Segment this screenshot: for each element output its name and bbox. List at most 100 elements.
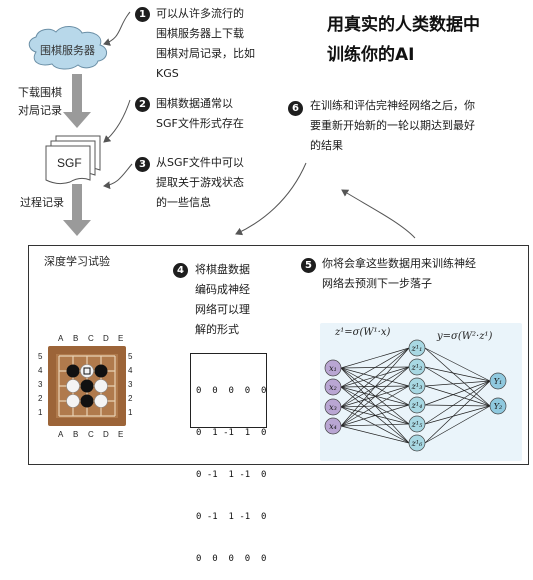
black-stone (94, 364, 108, 378)
step-2-text: 围棋数据通常以 SGF文件形式存在 (156, 94, 306, 134)
white-stone (66, 394, 80, 408)
hidden-node: z¹₅ (408, 415, 426, 433)
hidden-node: z¹₁ (408, 339, 426, 357)
board-matrix: 0 0 0 0 0 0 1 -1 1 0 0 -1 1 -1 0 0 -1 1 … (190, 353, 267, 564)
hidden-output-edge (424, 347, 491, 382)
hidden-node-label: z¹₆ (411, 439, 423, 448)
hidden-node-label: z¹₄ (411, 401, 423, 410)
step-3-line: 从SGF文件中可以 (156, 156, 244, 169)
hidden-node: z¹₆ (408, 434, 426, 452)
panel-title: 深度学习试验 (44, 255, 110, 268)
last-move-marker (83, 367, 91, 375)
row-label: 4 (38, 366, 43, 375)
hidden-output-edge (424, 380, 491, 444)
step-1-badge: 1 (135, 7, 150, 22)
row-label: 1 (38, 408, 43, 417)
step-1-line: 围棋对局记录，比如 (156, 47, 255, 60)
input-hidden-edge (340, 366, 410, 388)
matrix-row: 0 1 -1 1 0 (196, 428, 267, 438)
black-stone (66, 364, 80, 378)
step-4-badge: 4 (173, 263, 188, 278)
formula-right: y=σ(W²·z¹) (437, 331, 493, 342)
input-hidden-edge (340, 347, 410, 388)
matrix-row: 0 0 0 0 0 (196, 554, 267, 564)
hidden-output-edge (424, 385, 491, 407)
col-label: B (73, 334, 79, 343)
white-stone (80, 364, 94, 378)
download-arrow (63, 74, 91, 128)
hidden-node-label: z¹₃ (411, 382, 423, 391)
step-4-line: 网络可以理 (195, 303, 250, 316)
row-label: 5 (38, 352, 43, 361)
step-6-text: 在训练和评估完神经网络之后，你 要重新开始新的一轮以期达到最好 的结果 (310, 96, 525, 156)
row-label: 3 (38, 380, 43, 389)
hidden-output-edge (424, 404, 491, 407)
process-label: 过程记录 (20, 196, 64, 209)
step-4-text: 将棋盘数据 编码成神经 网络可以理 解的形式 (195, 260, 285, 340)
hidden-output-edge (424, 347, 491, 407)
step-1-line: 可以从许多流行的 (156, 7, 244, 20)
input-hidden-edge (340, 347, 410, 408)
title-line-1: 用真实的人类数据中 (327, 15, 480, 35)
step-4-line: 编码成神经 (195, 283, 250, 296)
hidden-node-label: z¹₅ (411, 420, 423, 429)
hidden-node: z¹₂ (408, 358, 426, 376)
col-label: C (88, 430, 94, 439)
input-node-label: x₄ (329, 422, 337, 431)
step-6-badge: 6 (288, 101, 303, 116)
formula-left: z¹=σ(W¹·x) (335, 327, 391, 338)
input-node: x₃ (324, 398, 342, 416)
hidden-node: z¹₄ (408, 396, 426, 414)
output-node: Y₁ (489, 372, 507, 390)
row-label: 4 (128, 366, 133, 375)
input-node: x₁ (324, 359, 342, 377)
hidden-node-label: z¹₂ (411, 363, 423, 372)
col-label: B (73, 430, 79, 439)
black-stone (80, 379, 94, 393)
input-hidden-edge (340, 347, 410, 427)
input-hidden-edge (340, 386, 410, 444)
process-arrow (63, 184, 91, 236)
hidden-output-edge (424, 366, 491, 407)
title-line-2: 训练你的AI (327, 45, 415, 65)
input-hidden-edge (340, 386, 410, 425)
step-3-line: 提取关于游戏状态 (156, 176, 244, 189)
hidden-output-edge (424, 405, 491, 444)
hidden-output-edge (424, 405, 491, 425)
step-5-text: 你将会拿这些数据用来训练神经 网络去预测下一步落子 (322, 254, 522, 294)
step-6-line: 在训练和评估完神经网络之后，你 (310, 99, 475, 112)
hidden-node: z¹₃ (408, 377, 426, 395)
matrix-row: 0 -1 1 -1 0 (196, 512, 267, 522)
input-node-label: x₁ (329, 364, 337, 373)
hidden-output-edge (424, 380, 491, 425)
board-rows-right: 5 4 3 2 1 (128, 352, 138, 432)
row-label: 1 (128, 408, 133, 417)
diagram-title: 用真实的人类数据中 训练你的AI (327, 10, 527, 70)
step-2-badge: 2 (135, 97, 150, 112)
black-stone (80, 394, 94, 408)
output-node-label: Y₁ (494, 377, 503, 386)
col-label: E (118, 334, 124, 343)
board-rows-left: 5 4 3 2 1 (38, 352, 48, 432)
sgf-label: SGF (57, 156, 82, 170)
hidden-output-edge (424, 366, 491, 382)
step-5-badge: 5 (301, 258, 316, 273)
sgf-file-stack (45, 135, 101, 185)
server-cloud (28, 26, 107, 70)
row-label: 2 (38, 394, 43, 403)
input-hidden-edge (340, 385, 410, 427)
download-label-line-1: 下载围棋 (18, 86, 62, 99)
input-hidden-edge (340, 423, 410, 427)
step-5-line: 网络去预测下一步落子 (322, 277, 432, 290)
white-stone (94, 379, 108, 393)
go-board (48, 346, 126, 426)
server-label: 围棋服务器 (40, 44, 95, 57)
row-label: 2 (128, 394, 133, 403)
input-hidden-edge (340, 386, 410, 406)
col-label: C (88, 334, 94, 343)
loop-arrow-left (235, 162, 307, 236)
step-4-line: 解的形式 (195, 323, 239, 336)
input-node: x₄ (324, 417, 342, 435)
step-3-badge: 3 (135, 157, 150, 172)
input-node-label: x₂ (329, 383, 337, 392)
